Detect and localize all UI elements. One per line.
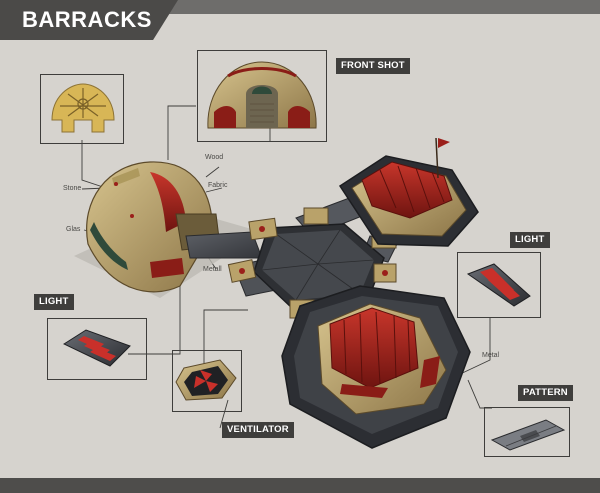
bottom-bar (0, 478, 600, 493)
light-left-label: LIGHT (34, 294, 74, 310)
ventilator-artwork (175, 359, 237, 401)
title-tab (0, 0, 178, 40)
material-metal: Metal (482, 352, 500, 359)
lower-hex-building (281, 285, 471, 449)
material-wood: Wood (205, 154, 224, 161)
material-fabric: Fabric (208, 182, 228, 189)
upper-hex-building (338, 137, 479, 247)
light-right-label: LIGHT (510, 232, 550, 248)
front-shot-label: FRONT SHOT (336, 58, 410, 74)
light-right-artwork (466, 263, 531, 307)
light-right-panel (457, 252, 541, 318)
material-stone: Stone (63, 185, 82, 192)
light-left-panel (47, 318, 147, 380)
ventilator-panel (172, 350, 242, 412)
emblem-artwork (51, 83, 115, 133)
emblem-panel (40, 74, 124, 144)
pattern-label: PATTERN (518, 385, 573, 401)
central-platform (253, 223, 385, 309)
pattern-artwork (490, 419, 566, 451)
material-glas: Glas (66, 226, 81, 233)
material-metall: Metall (203, 266, 222, 273)
front-shot-artwork (207, 61, 317, 129)
page-title: BARRACKS (22, 7, 152, 32)
light-left-artwork (62, 329, 131, 367)
ventilator-label: VENTILATOR (222, 422, 294, 438)
pattern-panel (484, 407, 570, 457)
dome-building (86, 161, 221, 293)
front-shot-panel (197, 50, 327, 142)
